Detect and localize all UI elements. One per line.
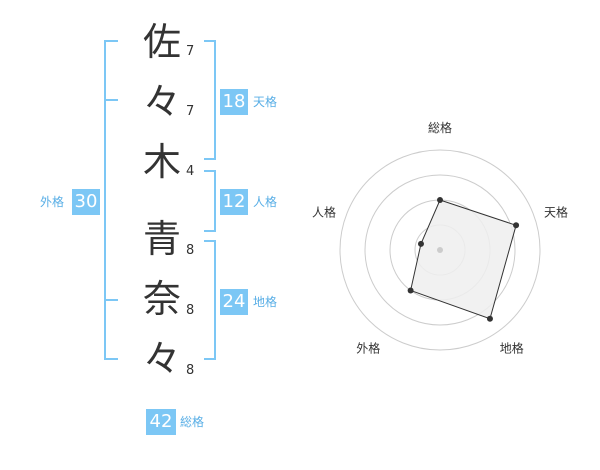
bracket-line [204, 170, 216, 172]
name-char-2: 々 [142, 80, 181, 124]
stroke-count-5: 8 [186, 303, 195, 318]
bracket-line [104, 40, 106, 360]
bracket-line [104, 299, 118, 301]
radar-axis-label: 外格 [356, 341, 380, 356]
radar-axis-label: 人格 [312, 204, 336, 219]
bracket-line [204, 230, 216, 232]
radar-axis-label: 地格 [500, 341, 524, 356]
soukaku-score: 42 [146, 409, 176, 435]
stroke-count-6: 8 [186, 363, 195, 378]
jinkaku-label: 人格 [253, 195, 278, 209]
stroke-count-1: 7 [186, 44, 195, 59]
bracket-line [204, 158, 216, 160]
gaikaku-score: 30 [72, 189, 100, 215]
name-char-1: 佐 [142, 20, 181, 64]
radar-point [407, 287, 414, 294]
chikaku-score: 24 [220, 289, 248, 315]
jinkaku-score: 12 [220, 189, 248, 215]
stroke-count-2: 7 [186, 104, 195, 119]
bracket-line [104, 358, 118, 360]
radar-ring [339, 149, 541, 351]
radar-point [486, 315, 493, 322]
bracket-line [104, 99, 118, 101]
bracket-line [214, 40, 216, 160]
chikaku-label: 地格 [253, 295, 278, 309]
radar-ring [364, 174, 516, 326]
bracket-line [214, 240, 216, 360]
radar-point [513, 222, 520, 229]
bracket-line [204, 40, 216, 42]
bracket-line [104, 40, 118, 42]
radar-point [437, 197, 443, 203]
bracket-line [204, 358, 216, 360]
radar-axis-label: 天格 [544, 204, 568, 219]
radar-center-dot [437, 247, 443, 253]
radar-series-area [410, 199, 517, 320]
tenkaku-label: 天格 [253, 95, 278, 109]
name-char-6: 々 [142, 337, 181, 381]
bracket-line [214, 170, 216, 232]
radar-point [417, 240, 424, 247]
stroke-count-3: 4 [186, 164, 195, 179]
bracket-line [204, 240, 216, 242]
radar-axis-label: 総格 [428, 120, 452, 135]
name-char-3: 木 [142, 140, 181, 184]
name-char-4: 青 [142, 217, 181, 261]
soukaku-label: 総格 [180, 415, 205, 429]
tenkaku-score: 18 [220, 89, 248, 115]
stroke-count-4: 8 [186, 243, 195, 258]
name-char-5: 奈 [142, 277, 181, 321]
gaikaku-label: 外格 [40, 195, 65, 209]
